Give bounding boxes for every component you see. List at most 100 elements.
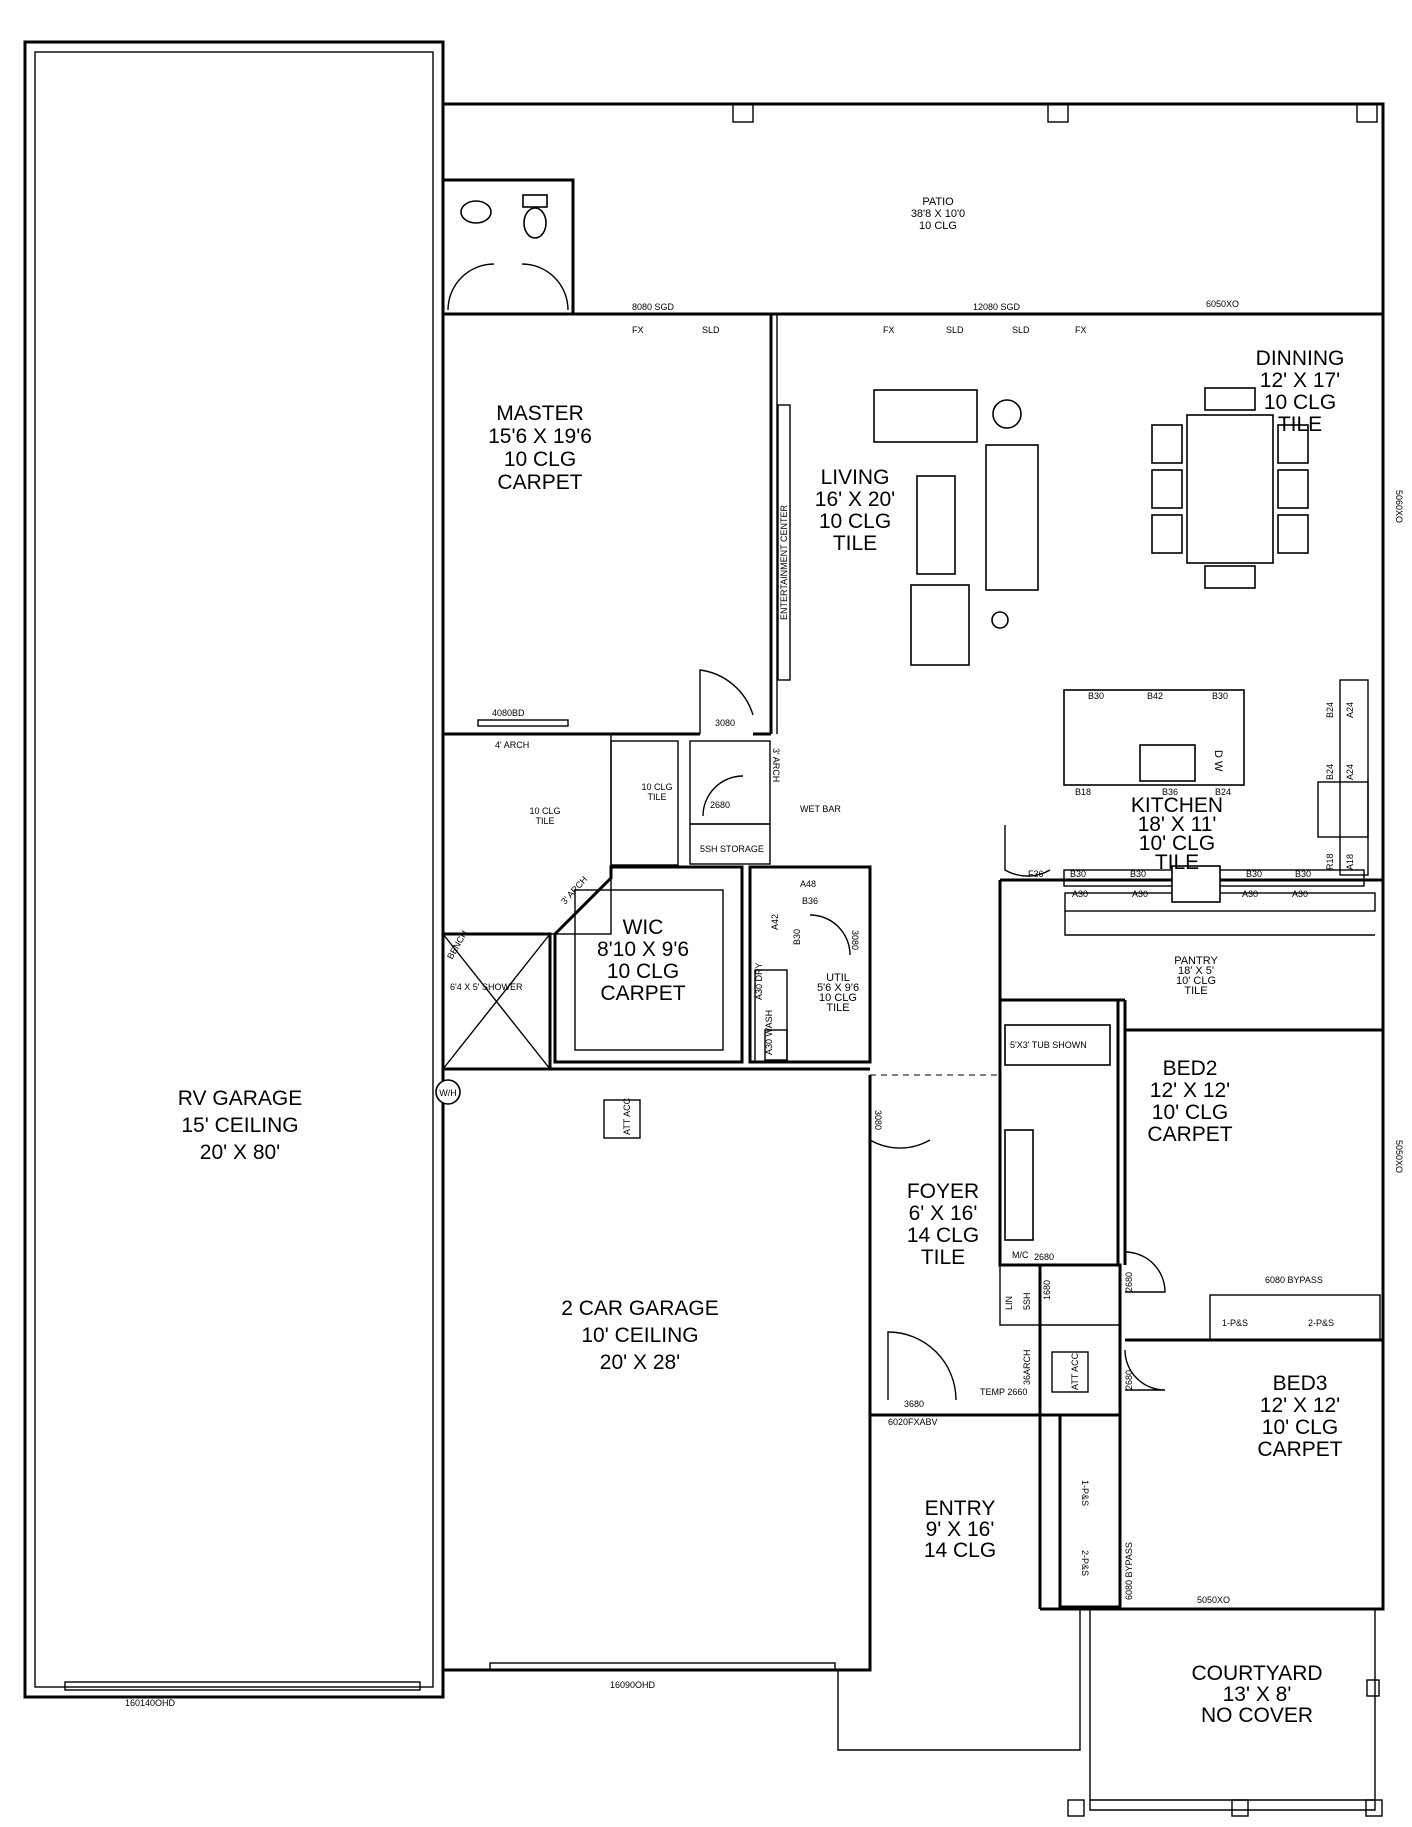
room-label-line: TILE (826, 1002, 849, 1014)
closet-shelf-label: 1-P&S (1080, 1480, 1090, 1506)
window-label: FX (632, 325, 644, 335)
courtyard (837, 1609, 1383, 1817)
entertainment-center (777, 404, 791, 681)
cabinet-label: A30 (1292, 889, 1308, 899)
closet-door-label: 6080 BYPASS (1124, 1542, 1134, 1600)
room-label-line: 10 CLG (819, 992, 857, 1004)
window-label: 5060XO (1394, 490, 1404, 523)
room-label-line: TILE (535, 816, 554, 826)
cooktop-icon (1171, 865, 1221, 903)
attic-access-label: ATT ACC (1070, 1352, 1080, 1390)
cabinet-label: F36 (1028, 869, 1044, 879)
door-swing-icon (887, 1331, 957, 1401)
loveseat-icon (873, 389, 978, 443)
door-label: 4080BD (492, 708, 525, 718)
room-label-line: UTIL (826, 972, 850, 984)
window-label: FX (883, 325, 895, 335)
cabinet-label: A42 (770, 914, 780, 930)
room-label-line: 2 CAR GARAGE (561, 1297, 719, 1320)
cabinet-label: B30 (1070, 869, 1086, 879)
window-label: 5050XO (1197, 1595, 1230, 1605)
room-label-line: TILE (647, 792, 666, 802)
door-label: TEMP 2660 (980, 1387, 1027, 1397)
door-label: 2680 (1124, 1272, 1134, 1292)
attic-access (1051, 1351, 1089, 1393)
door-label: SLD (946, 325, 964, 335)
door-swing-icon (447, 263, 495, 311)
room-label-line: 12' X 12' (1150, 1079, 1230, 1102)
closet-door-label: 6080 BYPASS (1265, 1275, 1323, 1285)
closet-shelf-label: 1-P&S (1222, 1318, 1248, 1328)
room-label-line: 10 CLG (504, 448, 576, 471)
cabinet-label: B30 (1246, 869, 1262, 879)
door-swing-icon (702, 775, 744, 817)
room-label-line: PANTRY (1174, 955, 1218, 967)
room-label-line: MASTER (496, 402, 584, 425)
fridge-icon (1317, 781, 1369, 838)
room-label-line: CARPET (600, 982, 685, 1005)
cabinet-label: B24 (1325, 764, 1335, 780)
door-swing-icon (809, 914, 851, 956)
room-label-line: FOYER (907, 1180, 979, 1203)
door-swing-icon (1124, 1251, 1166, 1293)
shelf-label: 5SH (1022, 1292, 1032, 1310)
rv-garage (23, 40, 445, 1699)
storage-label: 5SH STORAGE (700, 844, 764, 854)
door-label: SLD (1012, 325, 1030, 335)
room-label-line: CARPET (1257, 1438, 1342, 1461)
arch-label: 4' ARCH (495, 740, 529, 750)
room-label-line: RV GARAGE (178, 1087, 302, 1110)
cabinet-label: A30 (1132, 889, 1148, 899)
cabinet-label: B24 (1215, 787, 1231, 797)
toilet-icon (522, 194, 548, 208)
room-label-line: 10 CLG (919, 220, 957, 232)
door-swing-icon (1124, 1349, 1166, 1391)
room-label-line: 38'8 X 10'0 (911, 208, 965, 220)
room-label-line: 8'10 X 9'6 (597, 938, 689, 961)
room-label-line: 10 CLG (607, 960, 679, 983)
room-label-line: 14 CLG (924, 1539, 996, 1562)
cabinet-label: R18 (1325, 853, 1335, 870)
room-label-line: CARPET (1147, 1123, 1232, 1146)
room-label-line: PATIO (922, 196, 954, 208)
closet-shelf-label: 2-P&S (1308, 1318, 1334, 1328)
attic-access-label: ATT ACC (622, 1097, 632, 1135)
half-bath (441, 178, 575, 316)
room-label-line: 9' X 16' (926, 1518, 995, 1541)
room-label-line: 18' X 11' (1138, 813, 1217, 836)
room-label-line: 15' CEILING (181, 1114, 298, 1137)
room-label-line: 10' CLG (1262, 1416, 1338, 1439)
room-label-line: 10' CLG (1152, 1101, 1228, 1124)
cabinet-label: B30 (1295, 869, 1311, 879)
medicine-cabinet-label: M/C (1012, 1250, 1029, 1260)
window-label: 5050XO (1394, 1140, 1404, 1173)
sofa-icon (985, 444, 1039, 591)
cabinet-label: B30 (1212, 691, 1228, 701)
shower-label: 6'4 X 5' SHOWER (450, 982, 523, 992)
attic-access (603, 1099, 641, 1139)
room-label-line: KITCHEN (1131, 794, 1223, 817)
door-swing-icon (521, 263, 569, 311)
arch-label: 36ARCH (1022, 1349, 1032, 1385)
room-label-line: 10 CLG (819, 510, 891, 533)
dryer-label: A30 DRY (754, 963, 764, 1000)
living-furniture (777, 389, 1039, 681)
room-label-line: WIC (623, 916, 664, 939)
door-label: 3080 (850, 930, 860, 950)
room-label-line: 14 CLG (907, 1224, 979, 1247)
cabinet-label: B30 (1130, 869, 1146, 879)
room-label-line: ENTRY (925, 1497, 996, 1520)
cabinet-label: A24 (1345, 764, 1355, 780)
room-label-line: 15'6 X 19'6 (488, 425, 592, 448)
lamp-table-icon (992, 399, 1022, 429)
cabinet-label: A24 (1345, 702, 1355, 718)
sink-icon (460, 200, 492, 224)
garage-door-label: 16090OHD (610, 1680, 656, 1690)
cabinet-label: B18 (1075, 787, 1091, 797)
